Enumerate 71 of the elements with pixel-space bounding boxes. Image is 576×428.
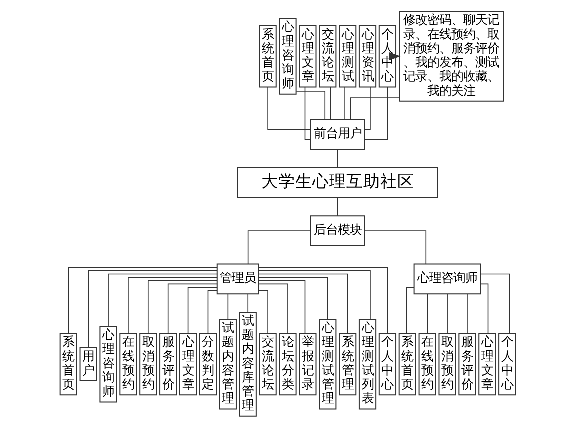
connector — [148, 280, 218, 334]
node-box: 系统首页 — [259, 25, 277, 88]
node-box: 个人中心 — [498, 333, 516, 396]
node-box: 心理测试列表 — [358, 319, 377, 410]
connector — [364, 230, 427, 265]
node-box: 试题内容管理 — [219, 319, 237, 410]
node-box: 系统首页 — [398, 333, 416, 396]
connector — [258, 270, 371, 320]
node-box: 心理文章 — [478, 333, 496, 396]
connector — [208, 290, 218, 334]
node-box: 服务评价 — [160, 333, 178, 396]
node-box: 心理咨询师 — [414, 264, 482, 295]
node-box: 前台用户 — [310, 119, 366, 150]
node-box: 后台模块 — [310, 216, 366, 246]
node-box: 系统管理 — [339, 333, 357, 396]
connector — [344, 87, 346, 120]
connector — [188, 287, 218, 334]
connector — [248, 230, 312, 265]
node-box: 管理员 — [216, 264, 260, 295]
node-box: 心理资讯 — [358, 25, 377, 88]
node-box: 在线预约 — [418, 333, 436, 396]
node-box: 个人中心 — [378, 333, 397, 396]
connector — [108, 274, 218, 327]
node-box: 心理咨询师 — [279, 18, 297, 95]
connector — [258, 284, 288, 334]
node-box: 取消预约 — [438, 333, 456, 396]
node-box: 心理文章 — [299, 25, 317, 88]
connector — [304, 87, 312, 140]
connector — [258, 290, 268, 334]
connector — [258, 267, 388, 334]
connector — [480, 274, 510, 334]
connector — [364, 86, 371, 130]
node-box: 心理测试 — [339, 25, 357, 88]
connector — [364, 87, 388, 140]
node-box: 交流论坛 — [319, 25, 337, 88]
connector — [168, 284, 218, 334]
node-box: 服务评价 — [458, 333, 476, 396]
node-box: 分数判定 — [199, 333, 218, 396]
node-box: 用户 — [80, 347, 98, 382]
node-box: 举报记录 — [299, 333, 317, 396]
connector — [350, 98, 400, 120]
node-box: 心理咨询师 — [100, 326, 118, 403]
arrow — [389, 52, 401, 61]
connector — [337, 197, 338, 216]
connector — [88, 270, 218, 348]
connector — [427, 294, 428, 334]
connector — [296, 91, 326, 120]
connector — [406, 287, 415, 334]
node-box: 系统首页 — [60, 333, 78, 396]
connector — [258, 280, 306, 334]
node-box: 论坛分类 — [279, 333, 297, 396]
connector — [480, 284, 489, 334]
node-box: 试题内容库管理 — [239, 312, 257, 417]
connector — [258, 274, 348, 334]
connector — [447, 294, 448, 334]
node-box: 大学生心理互助社区 — [237, 167, 438, 198]
connector — [467, 294, 468, 334]
node-box: 修改密码、聊天记录、在线预约、取消预约、服务评价、我的发布、测试记录、我的收藏、我的关注 — [399, 11, 504, 102]
node-box: 心理测试管理 — [319, 319, 337, 410]
node-box: 在线预约 — [120, 333, 138, 396]
connector — [128, 277, 218, 334]
connector — [337, 149, 338, 168]
connector — [268, 86, 312, 130]
node-box: 心理文章 — [179, 333, 198, 396]
connector — [248, 294, 249, 313]
connector — [68, 267, 218, 334]
connector — [330, 87, 332, 120]
connector — [258, 277, 328, 320]
node-box: 取消预约 — [140, 333, 158, 396]
connector — [228, 294, 229, 320]
node-box: 交流论坛 — [259, 333, 277, 396]
